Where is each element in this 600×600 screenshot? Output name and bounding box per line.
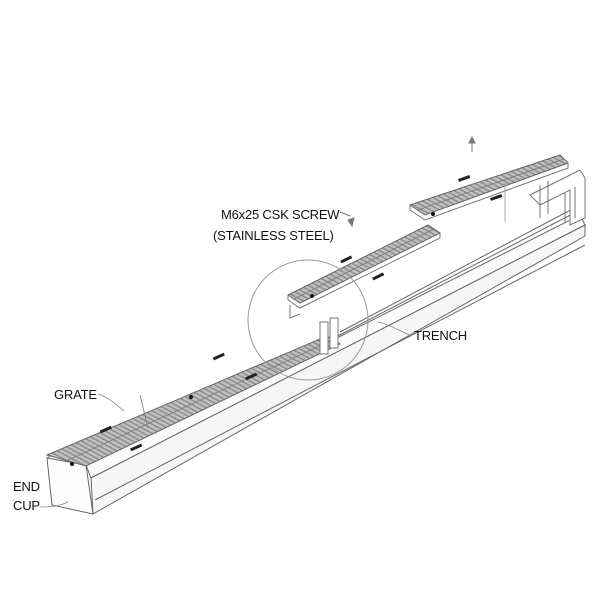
leader-lines xyxy=(39,321,413,508)
end-cup-label-line1: END xyxy=(13,479,40,494)
screw-icon xyxy=(339,135,476,228)
screw-label-line1: M6x25 CSK SCREW xyxy=(221,207,340,222)
screw-label-line2: (STAINLESS STEEL) xyxy=(213,228,334,243)
trench-body xyxy=(85,204,586,515)
detail-circle xyxy=(247,259,369,381)
grate-lower xyxy=(45,335,342,467)
end-cup-label-line2: CUP xyxy=(13,498,40,513)
grate-upper xyxy=(408,154,569,222)
grate-middle xyxy=(287,224,441,309)
far-end-cap xyxy=(529,169,586,226)
trench-label: TRENCH xyxy=(414,328,467,343)
joint-connectors xyxy=(289,305,339,355)
grate-label: GRATE xyxy=(54,387,97,402)
